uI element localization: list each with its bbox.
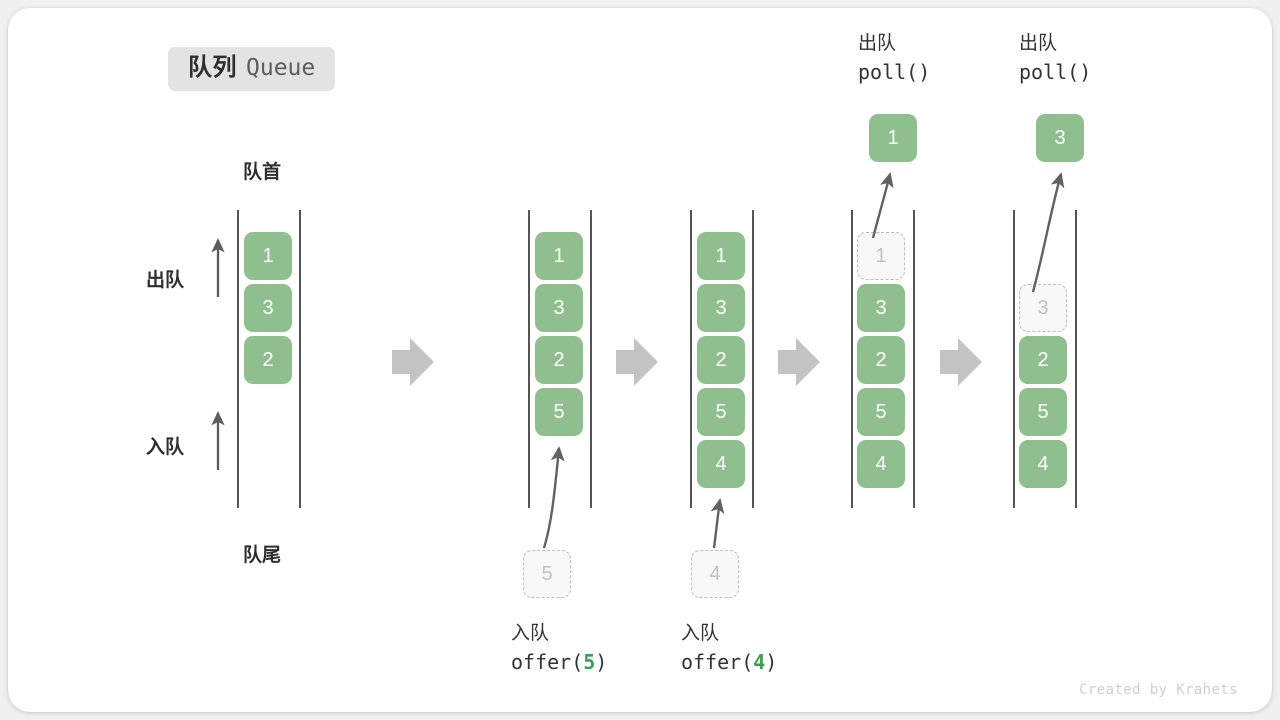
queue-cell: 5 xyxy=(1019,388,1067,436)
diagram-card xyxy=(8,8,1272,712)
title-badge: 队列 Queue xyxy=(168,47,336,91)
queue-cell: 1 xyxy=(535,232,583,280)
queue-cell: 2 xyxy=(857,336,905,384)
queue-cell: 2 xyxy=(244,336,292,384)
operation-arg: 4 xyxy=(753,649,766,674)
operation-code: offer(4) xyxy=(681,648,777,677)
queue-cell: 3 xyxy=(244,284,292,332)
label-enqueue-side: 入队 xyxy=(146,437,185,458)
rail-left xyxy=(1013,210,1015,508)
queue-cell: 4 xyxy=(1019,440,1067,488)
rail-left xyxy=(237,210,239,508)
queue-cell: 2 xyxy=(1019,336,1067,384)
operation-label-poll-1: 出队 poll() xyxy=(858,30,930,87)
rail-left xyxy=(690,210,692,508)
label-dequeue-side: 出队 xyxy=(146,270,185,291)
queue-cell: 5 xyxy=(535,388,583,436)
queue-cell-removed: 1 xyxy=(857,232,905,280)
rail-right xyxy=(590,210,592,508)
queue-cell: 3 xyxy=(697,284,745,332)
rail-right xyxy=(752,210,754,508)
queue-cell: 2 xyxy=(697,336,745,384)
title-en: Queue xyxy=(246,55,316,81)
queue-cell: 3 xyxy=(857,284,905,332)
queue-cell-removed: 3 xyxy=(1019,284,1067,332)
title-cn: 队列 xyxy=(188,54,237,81)
operation-code: poll() xyxy=(858,59,931,84)
queue-cell: 5 xyxy=(697,388,745,436)
label-front: 队首 xyxy=(243,162,282,183)
operation-close: ) xyxy=(595,649,608,674)
operation-label-offer-5: 入队 offer(5) xyxy=(511,620,607,677)
operation-cn: 出队 xyxy=(1019,33,1058,54)
rail-right xyxy=(913,210,915,508)
queue-cell: 4 xyxy=(697,440,745,488)
queue-cell: 1 xyxy=(697,232,745,280)
operation-label-poll-2: 出队 poll() xyxy=(1019,30,1091,87)
queue-cell: 2 xyxy=(535,336,583,384)
queue-cell: 3 xyxy=(535,284,583,332)
rail-left xyxy=(851,210,853,508)
operation-cn: 入队 xyxy=(511,623,550,644)
operation-fn: offer( xyxy=(681,649,754,674)
queue-cell: 1 xyxy=(244,232,292,280)
rail-right xyxy=(299,210,301,508)
operation-arg: 5 xyxy=(583,649,596,674)
operation-cn: 入队 xyxy=(681,623,720,644)
operation-code: poll() xyxy=(1019,59,1092,84)
operation-fn: offer( xyxy=(511,649,584,674)
operation-label-offer-4: 入队 offer(4) xyxy=(681,620,777,677)
queue-cell: 5 xyxy=(857,388,905,436)
operation-cn: 出队 xyxy=(858,33,897,54)
footer-credit: Created by Krahets xyxy=(1079,682,1238,698)
pending-cell-offer-4: 4 xyxy=(691,550,739,598)
operation-code: offer(5) xyxy=(511,648,607,677)
operation-close: ) xyxy=(765,649,778,674)
pending-cell-offer-5: 5 xyxy=(523,550,571,598)
queue-cell: 4 xyxy=(857,440,905,488)
label-rear: 队尾 xyxy=(243,545,282,566)
rail-right xyxy=(1075,210,1077,508)
rail-left xyxy=(528,210,530,508)
polled-cell-1: 1 xyxy=(869,114,917,162)
polled-cell-2: 3 xyxy=(1036,114,1084,162)
